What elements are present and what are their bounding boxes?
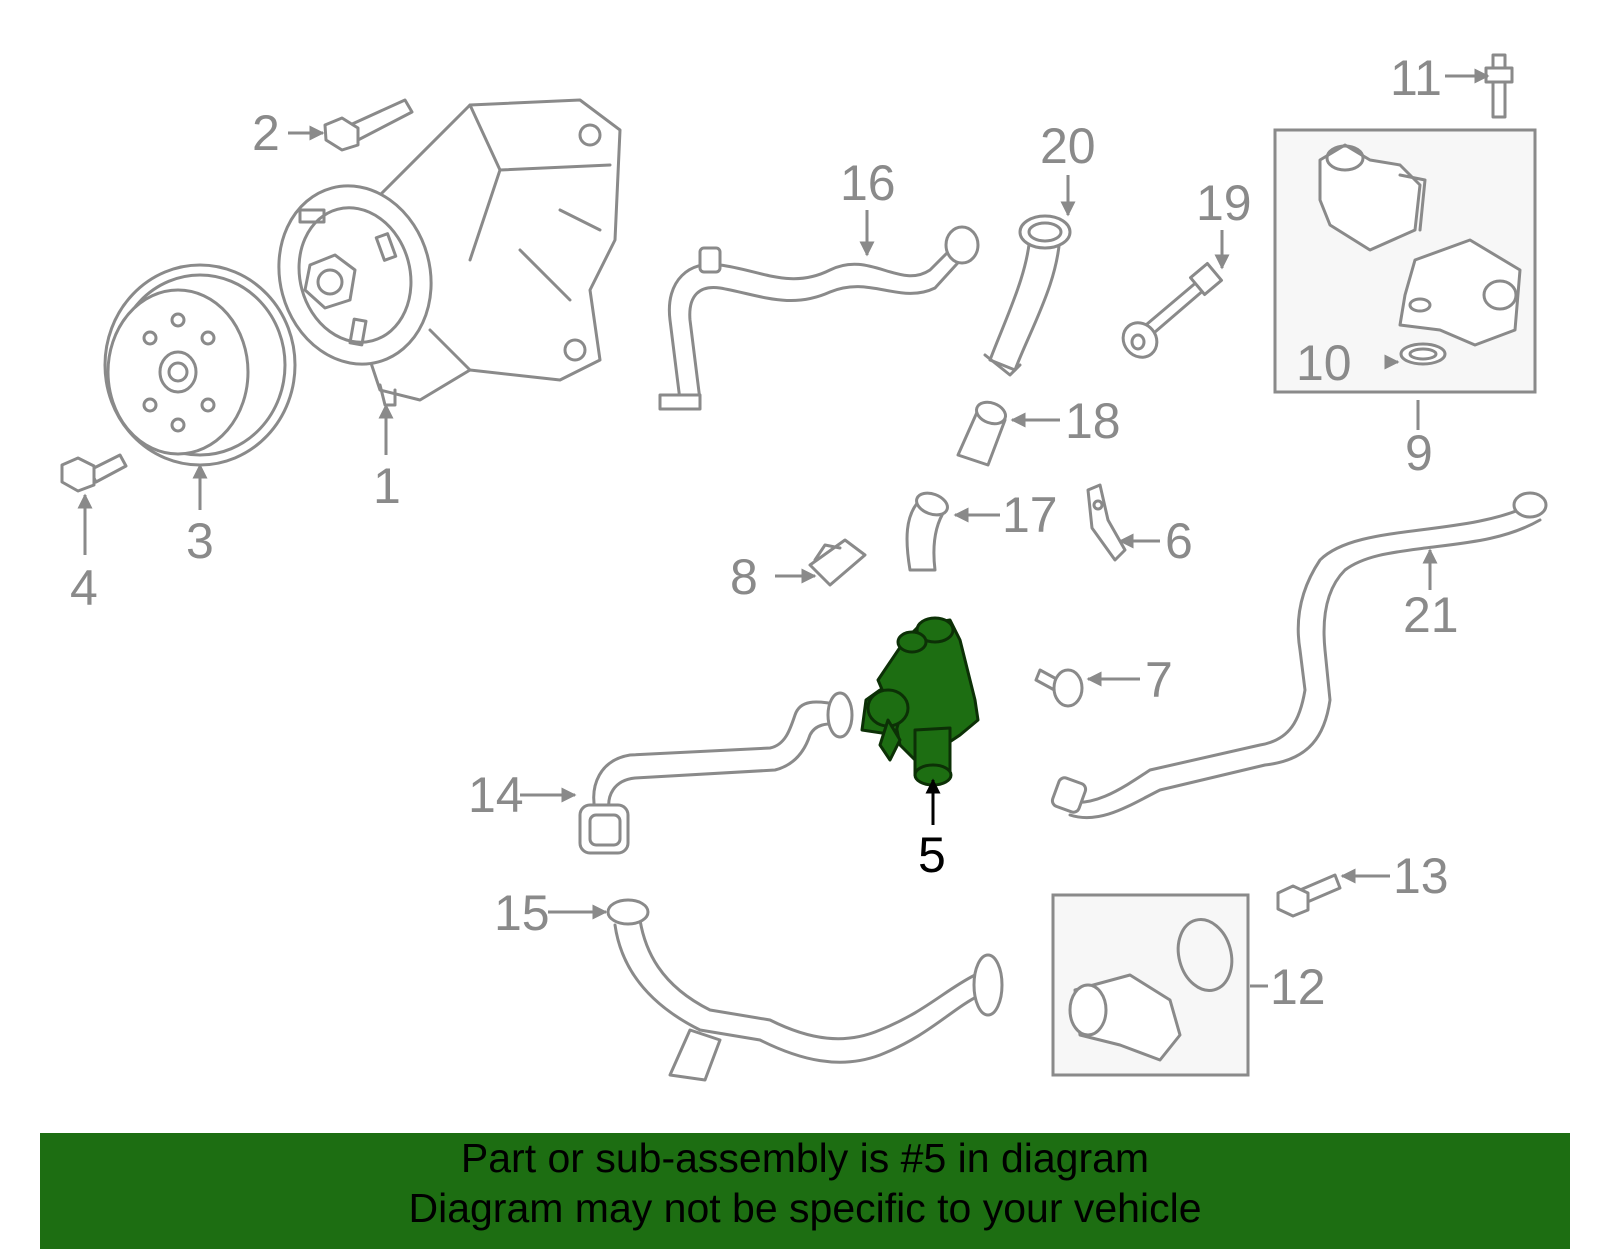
- callout-13: 13: [1393, 848, 1449, 904]
- bolt-4: [60, 453, 128, 493]
- pulley: [103, 263, 297, 467]
- bolt-2: [323, 98, 414, 152]
- callout-14: 14: [468, 767, 524, 823]
- callout-12: 12: [1270, 959, 1326, 1015]
- highlighted-part-5: [860, 616, 980, 787]
- callout-11: 11: [1390, 50, 1442, 106]
- outlet-12: [1068, 918, 1234, 1062]
- callout-3: 3: [186, 513, 214, 569]
- leader-lines: [77, 68, 1490, 988]
- callout-10: 10: [1296, 335, 1352, 391]
- bolt-11: [1484, 53, 1514, 119]
- callout-4: 4: [70, 560, 98, 616]
- bolt-13: [1276, 873, 1342, 918]
- callout-1: 1: [373, 458, 401, 514]
- callout-7: 7: [1145, 652, 1173, 708]
- callout-6: 6: [1165, 513, 1193, 569]
- water-pump-housing: [277, 98, 622, 407]
- callout-20: 20: [1040, 118, 1096, 174]
- banner-line-1: Part or sub-assembly is #5 in diagram: [460, 1135, 1150, 1181]
- info-banner: Part or sub-assembly is #5 in diagram Di…: [40, 1133, 1570, 1249]
- bolt-7: [1034, 668, 1084, 708]
- callout-19: 19: [1196, 175, 1252, 231]
- hose-21: [1050, 491, 1548, 820]
- bracket-6: [1086, 483, 1127, 562]
- hose-16: [658, 225, 980, 411]
- callout-16: 16: [840, 155, 896, 211]
- callout-21: 21: [1403, 587, 1459, 643]
- sensor-19: [1121, 262, 1223, 359]
- connector-18: [956, 400, 1008, 467]
- hose-20: [983, 214, 1072, 377]
- banner-line-2: Diagram may not be specific to your vehi…: [408, 1185, 1202, 1231]
- hose-15: [606, 898, 1004, 1082]
- hose-14: [578, 691, 854, 855]
- callout-9: 9: [1405, 425, 1433, 481]
- clip-8: [808, 538, 867, 587]
- callouts: 1 2 3 4 5 6 7 8 9 10 11 12 13 14 15 16 1…: [70, 50, 1459, 1015]
- thermostat-housing-9: [1318, 143, 1522, 347]
- callout-8: 8: [730, 549, 758, 605]
- gasket-10: [1399, 342, 1447, 366]
- callout-17: 17: [1002, 487, 1058, 543]
- elbow-17: [905, 491, 949, 572]
- callout-5: 5: [918, 827, 946, 883]
- callout-18: 18: [1065, 393, 1121, 449]
- callout-2: 2: [252, 105, 280, 161]
- callout-15: 15: [494, 885, 550, 941]
